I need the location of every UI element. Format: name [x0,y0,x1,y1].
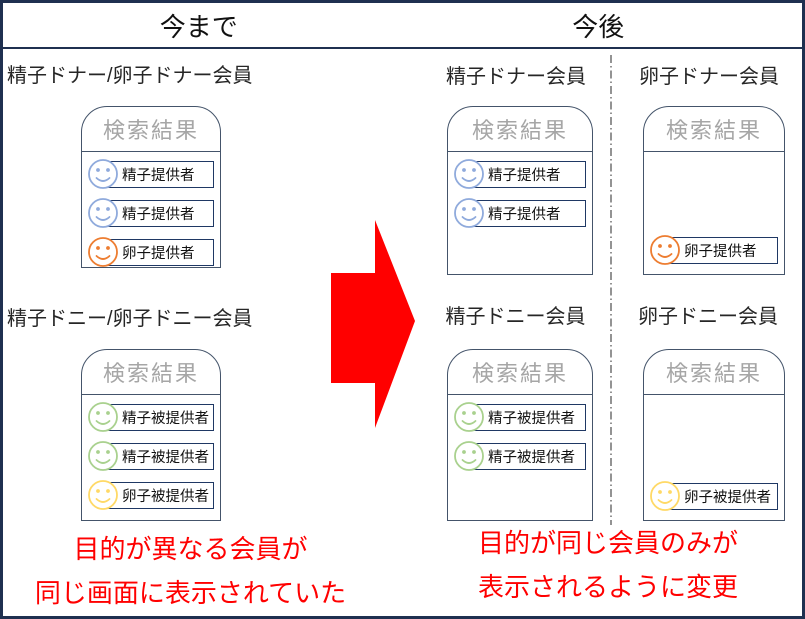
result-list: 卵子被提供者 [644,395,784,520]
result-item: 精子被提供者 [87,440,214,472]
after-egg-donee-label: 卵子ドニー会員 [638,306,778,328]
dashed-column-divider [610,55,612,525]
smiley-face-icon [454,159,484,189]
result-item: 卵子提供者 [87,236,214,268]
search-results-title: 検索結果 [82,107,220,152]
result-item: 精子提供者 [87,158,214,190]
smiley-face-icon [88,198,118,228]
after-sperm-donee-label: 精子ドニー会員 [445,306,586,328]
result-list: 精子提供者 精子提供者 卵子提供者 [82,152,220,267]
result-label: 卵子被提供者 [664,482,778,510]
before-caption-line1: 目的が異なる会員が [73,534,308,564]
before-donee-screen: 検索結果 精子被提供者 精子被提供者 卵子被提供者 [81,349,221,521]
after-egg-donor-label: 卵子ドナー会員 [639,66,779,88]
result-label: 精子提供者 [468,199,586,227]
before-donor-section-label: 精子ドナー/卵子ドナー会員 [7,65,253,87]
smiley-face-icon [650,235,680,265]
search-results-title: 検索結果 [82,350,220,395]
result-item: 精子被提供者 [453,401,586,433]
result-item: 卵子被提供者 [87,479,214,511]
before-column-title: 今まで [159,11,238,42]
result-item: 精子提供者 [87,197,214,229]
result-item: 卵子提供者 [649,234,778,266]
after-egg-donor-screen: 検索結果 卵子提供者 [643,106,785,275]
after-caption-line2: 表示されるように変更 [477,572,738,602]
transformation-arrow-icon [331,220,415,428]
before-caption: 目的が異なる会員が 同じ画面に表示されていた [3,527,378,615]
result-label: 卵子被提供者 [102,481,214,509]
after-sperm-donor-screen: 検索結果 精子提供者 精子提供者 [447,106,593,275]
header-row: 今まで 今後 [3,3,802,49]
after-sperm-donor-label: 精子ドナー会員 [446,66,586,88]
result-item: 精子提供者 [453,158,586,190]
result-label: 精子被提供者 [102,403,214,431]
result-item: 精子被提供者 [453,440,586,472]
result-item: 精子被提供者 [87,401,214,433]
result-label: 卵子提供者 [664,236,778,264]
before-caption-line2: 同じ画面に表示されていた [34,578,347,608]
result-label: 精子提供者 [102,160,214,188]
smiley-face-icon [454,441,484,471]
smiley-face-icon [88,159,118,189]
result-item: 卵子被提供者 [649,480,778,512]
smiley-face-icon [454,402,484,432]
search-results-title: 検索結果 [644,107,784,152]
smiley-face-icon [650,481,680,511]
result-list: 精子被提供者 精子被提供者 卵子被提供者 [82,395,220,520]
search-results-title: 検索結果 [448,350,592,395]
after-egg-donee-screen: 検索結果 卵子被提供者 [643,349,785,521]
result-list: 卵子提供者 [644,152,784,274]
search-results-title: 検索結果 [644,350,784,395]
after-sperm-donee-screen: 検索結果 精子被提供者 精子被提供者 [447,349,593,521]
result-label: 精子被提供者 [468,403,586,431]
smiley-face-icon [88,237,118,267]
smiley-face-icon [454,198,484,228]
result-label: 卵子提供者 [102,238,214,266]
after-caption: 目的が同じ会員のみが 表示されるように変更 [423,521,793,609]
result-label: 精子被提供者 [468,442,586,470]
before-donee-section-label: 精子ドニー/卵子ドニー会員 [7,308,253,330]
smiley-face-icon [88,441,118,471]
result-list: 精子被提供者 精子被提供者 [448,395,592,520]
before-donor-screen: 検索結果 精子提供者 精子提供者 卵子提供者 [81,106,221,268]
after-column-title: 今後 [572,11,625,42]
result-label: 精子被提供者 [102,442,214,470]
result-item: 精子提供者 [453,197,586,229]
smiley-face-icon [88,402,118,432]
result-label: 精子提供者 [468,160,586,188]
search-results-title: 検索結果 [448,107,592,152]
result-list: 精子提供者 精子提供者 [448,152,592,274]
after-caption-line1: 目的が同じ会員のみが [477,528,738,558]
smiley-face-icon [88,480,118,510]
